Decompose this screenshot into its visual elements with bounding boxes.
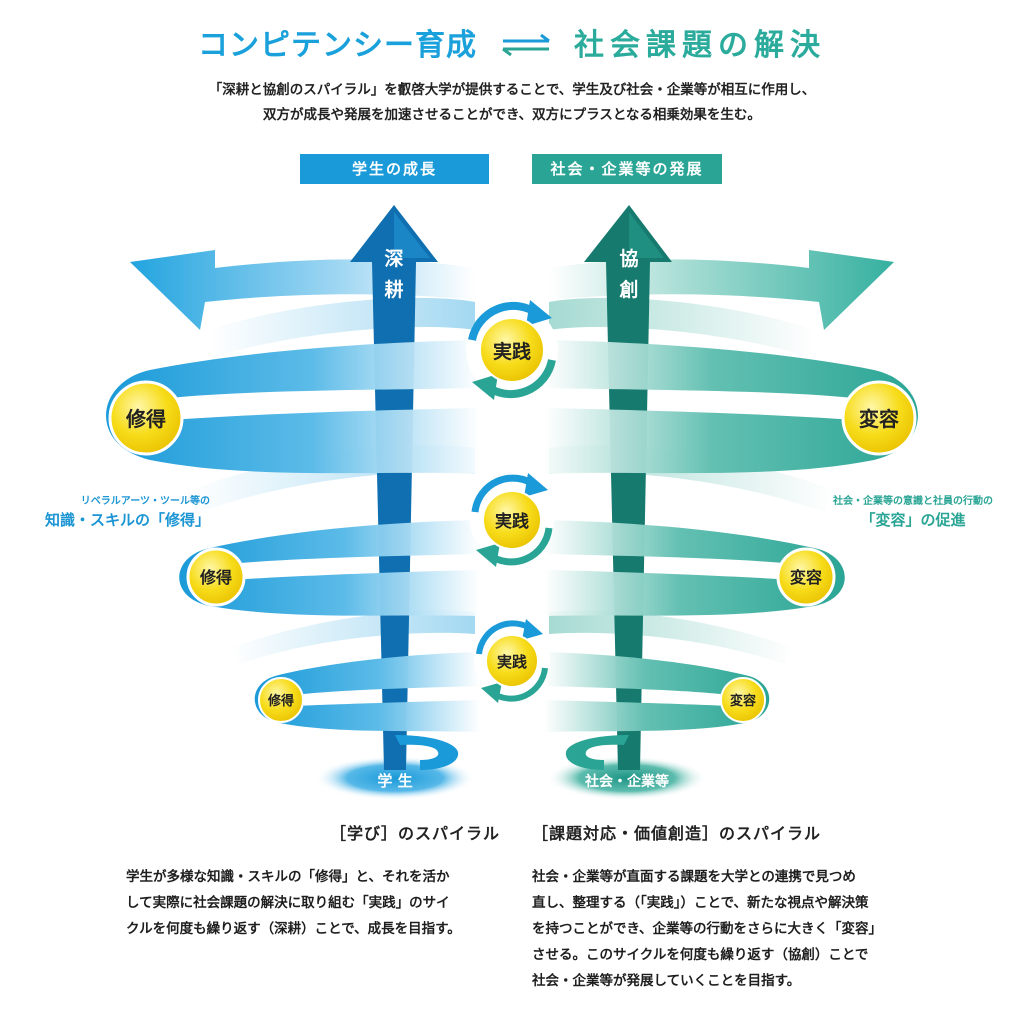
svg-text:修得: 修得 [199, 568, 232, 587]
label-kyoso: 協 創 [619, 248, 638, 301]
header-society-development: 社会・企業等の発展 [532, 154, 722, 184]
svg-text:協: 協 [619, 248, 638, 270]
vertical-arrow-kyoso [584, 205, 672, 770]
intro-line-1: 「深耕と協創のスパイラル」を叡啓大学が提供することで、学生及び社会・企業等が相互… [208, 82, 816, 98]
paragraph-right-line: 社会・企業等が直面する課題を大学との連携で見つめ [532, 869, 856, 885]
paragraph-left: 学生が多様な知識・スキルの「修得」と、それを活か して実際に社会課題の解決に取り… [126, 864, 496, 942]
label-shinko: 深 耕 [384, 247, 403, 301]
header-student-growth: 学生の成長 [300, 154, 489, 184]
spiral-band-right-1 [544, 340, 918, 474]
paragraph-left-line: 学生が多様な知識・スキルの「修得」と、それを活か [126, 869, 450, 885]
svg-text:創: 創 [619, 278, 638, 301]
title-right: 社会課題の解決 [573, 28, 826, 63]
base-label-society: 社会・企業等 [584, 773, 669, 790]
change-badge-1: 変容 [841, 380, 917, 456]
svg-text:深: 深 [384, 247, 403, 270]
side-note-left: リベラルアーツ・ツール等の 知識・スキルの「修得」 [10, 492, 210, 530]
practice-label-2: 実践 [495, 511, 529, 532]
practice-cycle-2: 実践 [470, 473, 554, 567]
spiral-band-right-2 [544, 520, 845, 616]
side-note-right-big: 「変容」の促進 [860, 511, 966, 529]
intro-text: 「深耕と協創のスパイラル」を叡啓大学が提供することで、学生及び社会・企業等が相互… [0, 78, 1024, 128]
spiral-band-left-1 [106, 340, 480, 474]
acquire-badge-3: 修得 [258, 677, 304, 723]
paragraph-right-line: 直し、整理する（「実践」）ことで、新たな視点や解決策 [532, 895, 869, 911]
svg-text:変容: 変容 [859, 407, 899, 431]
paragraph-right-line: 社会・企業等が発展していくことを目指す。 [532, 973, 801, 989]
svg-text:耕: 耕 [384, 278, 403, 301]
title-left: コンピテンシー育成 [198, 28, 478, 63]
spiral-band-right-3 [544, 652, 770, 732]
paragraph-right-line: を持つことができ、企業等の行動をさらに大きく「変容」 [532, 921, 883, 937]
paragraph-right: 社会・企業等が直面する課題を大学との連携で見つめ 直し、整理する（「実践」）こと… [532, 864, 910, 994]
svg-text:変容: 変容 [730, 693, 756, 709]
side-note-left-small: リベラルアーツ・ツール等の [80, 496, 210, 507]
acquire-badge-1: 修得 [108, 380, 184, 456]
spiral-band-left-2 [179, 520, 480, 616]
intro-line-2: 双方が成長や発展を加速させることができ、双方にプラスとなる相乗効果を生む。 [263, 107, 761, 123]
svg-text:修得: 修得 [125, 407, 166, 431]
paragraph-right-line: させる。このサイクルを何度も繰り返す（協創）ことで [532, 947, 869, 963]
svg-text:修得: 修得 [267, 693, 294, 709]
base-label-student: 学 生 [377, 772, 412, 790]
change-badge-3: 変容 [720, 677, 766, 723]
caption-value-creation-spiral: ［課題対応・価値創造］のスパイラル [532, 824, 822, 843]
side-note-left-big: 知識・スキルの「修得」 [44, 511, 210, 529]
paragraph-left-line: して実際に社会課題の解決に取り組む「実践」のサイ [126, 895, 450, 911]
side-note-right-small: 社会・企業等の意識と社員の行動の [833, 496, 993, 507]
practice-label-3: 実践 [497, 653, 527, 671]
change-badge-2: 変容 [776, 547, 836, 607]
caption-learning-spiral: ［学び］のスパイラル [330, 824, 501, 843]
practice-cycle-3: 実践 [474, 619, 550, 703]
exchange-arrows-icon [499, 29, 553, 64]
spiral-band-left-3 [254, 652, 480, 732]
vertical-arrow-shinko [350, 205, 438, 770]
paragraph-left-line: クルを何度も繰り返す（深耕）ことで、成長を目指す。 [126, 921, 461, 937]
side-note-right: 社会・企業等の意識と社員の行動の 「変容」の促進 [812, 492, 1014, 530]
practice-cycle-1: 実践 [466, 300, 558, 400]
page-title: コンピテンシー育成 社会課題の解決 [0, 20, 1024, 64]
practice-label-1: 実践 [493, 340, 531, 363]
svg-text:変容: 変容 [790, 568, 822, 587]
acquire-badge-2: 修得 [186, 547, 246, 607]
